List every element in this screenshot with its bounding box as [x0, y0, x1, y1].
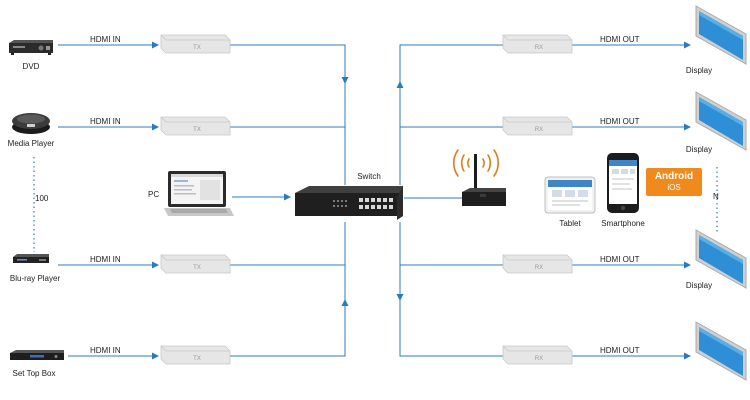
tx-box-label: TX	[193, 356, 201, 362]
rx-box-label: RX	[534, 356, 544, 362]
tx-extender-box	[160, 34, 231, 54]
display-label: Display	[685, 145, 713, 154]
smartphone-label: Smartphone	[601, 219, 645, 228]
hdmi-in-label: HDMI IN	[90, 255, 121, 264]
hdmi-in-label: HDMI IN	[90, 346, 121, 355]
source-label-media-player: Media Player	[7, 139, 55, 148]
set-top-box-icon	[10, 350, 64, 360]
hdmi-in-label: HDMI IN	[90, 117, 121, 126]
output-count-label: N	[713, 192, 719, 201]
rx-extender-box	[502, 116, 573, 136]
hdmi-out-label: HDMI OUT	[600, 117, 640, 126]
tx-extender-box	[160, 254, 231, 274]
rx-box-label: RX	[534, 127, 544, 133]
hdmi-out-label: HDMI OUT	[600, 346, 640, 355]
source-count-label: 100	[35, 194, 49, 203]
rx-extender-box	[502, 345, 573, 365]
dvd-player-icon	[9, 40, 53, 55]
android-badge-text: Android	[654, 171, 694, 182]
display-icon	[695, 229, 747, 289]
tx-to-switch-wire	[230, 299, 349, 357]
rx-box-label: RX	[534, 45, 544, 51]
tablet-icon	[544, 176, 596, 214]
tx-extender-box	[160, 116, 231, 136]
switch-to-rx-wire	[399, 44, 503, 82]
tx-to-switch-wire	[230, 44, 349, 84]
display-label: Display	[685, 66, 713, 75]
hdmi-in-label: HDMI IN	[90, 35, 121, 44]
rx-box-label: RX	[534, 265, 544, 271]
display-icon	[695, 91, 747, 151]
source-label-set-top-box: Set Top Box	[12, 369, 56, 378]
ios-badge-text: iOS	[667, 183, 681, 192]
wireless-router-icon	[452, 149, 506, 206]
tablet-label: Tablet	[559, 219, 581, 228]
source-label-dvd: DVD	[22, 62, 40, 71]
pc-label: PC	[148, 190, 160, 199]
display-label: Display	[685, 281, 713, 290]
tx-box-label: TX	[193, 127, 201, 133]
smartphone-icon	[607, 153, 639, 213]
hdmi-out-label: HDMI OUT	[600, 35, 640, 44]
display-icon	[695, 5, 747, 65]
laptop-icon	[164, 171, 234, 216]
network-switch-icon	[295, 186, 403, 220]
switch-label: Switch	[357, 172, 381, 181]
switch-to-rx-wire	[399, 300, 503, 357]
source-label-bluray-player: Blu-ray Player	[9, 274, 61, 283]
tx-box-label: TX	[193, 265, 201, 271]
tx-extender-box	[160, 345, 231, 365]
bluray-player-icon	[13, 254, 49, 263]
hdmi-out-label: HDMI OUT	[600, 255, 640, 264]
os-badge: Android iOS	[646, 168, 702, 196]
media-player-icon	[12, 113, 50, 134]
tx-box-label: TX	[193, 45, 201, 51]
rx-extender-box	[502, 34, 573, 54]
display-icon	[695, 321, 747, 381]
rx-extender-box	[502, 254, 573, 274]
